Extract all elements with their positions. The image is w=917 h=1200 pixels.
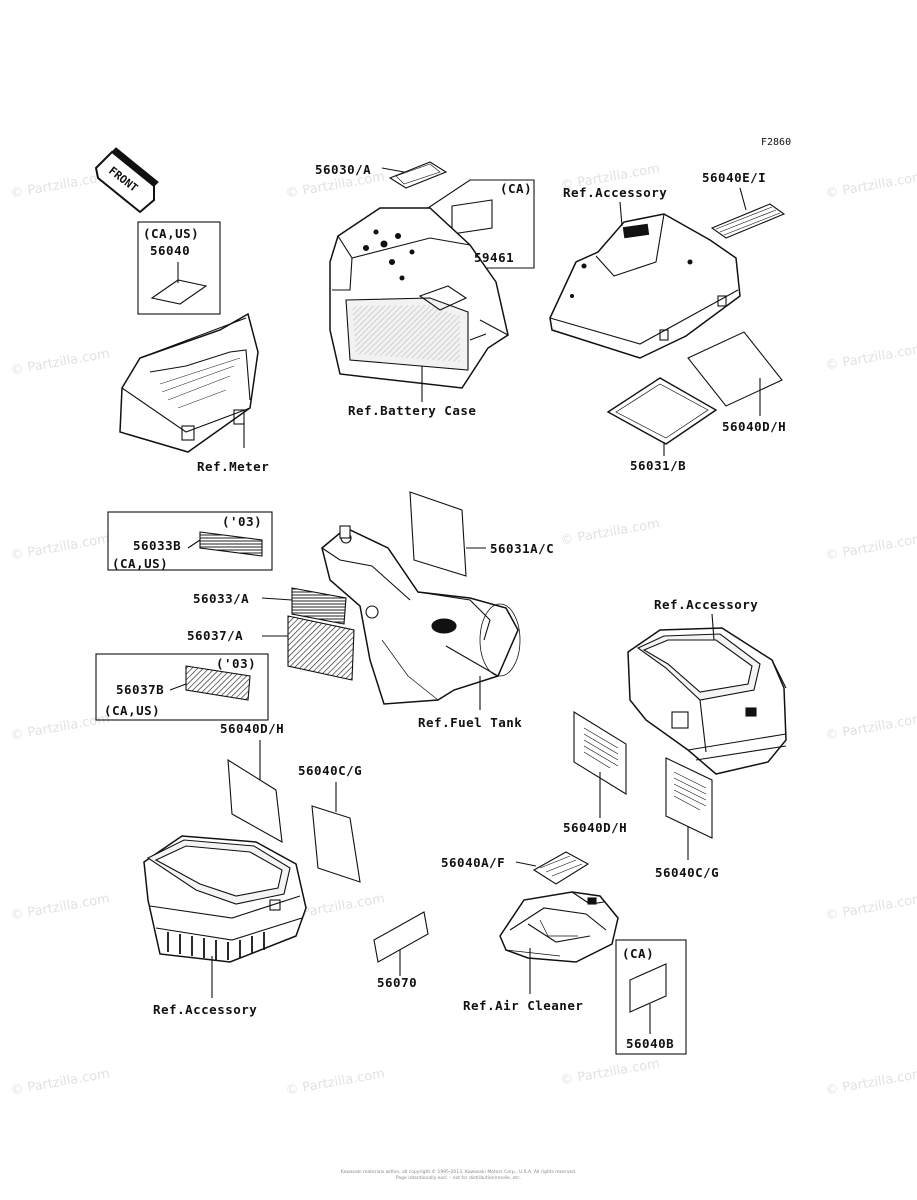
decal-56040af — [532, 851, 590, 885]
label-56040ei: 56040E/I — [702, 170, 767, 185]
front-arrow-icon: FRONT — [94, 147, 159, 214]
footer-copyright: Kawasaki materials within, all copyright… — [340, 1170, 577, 1175]
label-56040-region: (CA,US) — [143, 226, 200, 241]
decal-56031ac — [409, 491, 467, 577]
label-59461: 59461 — [474, 250, 515, 265]
label-56033a: 56033/A — [193, 591, 250, 606]
decal-56040dh-2 — [227, 758, 283, 844]
decal-56031b — [606, 377, 718, 445]
label-56033b-region: (CA,US) — [112, 556, 169, 571]
decal-56030a — [388, 161, 448, 189]
label-ref-meter: Ref.Meter — [197, 459, 270, 474]
label-56070: 56070 — [377, 975, 418, 990]
label-ref-accessory-1: Ref.Accessory — [563, 185, 668, 200]
decal-59461 — [451, 199, 493, 235]
footer-notice: Page intentionally excl. - not for distr… — [395, 1176, 522, 1181]
box-56040 — [137, 221, 221, 315]
label-56037b-region: (CA,US) — [104, 703, 161, 718]
label-56040dh-1: 56040D/H — [722, 419, 787, 434]
label-56040: 56040 — [150, 243, 191, 258]
box-56037b — [95, 653, 269, 721]
label-56040b: 56040B — [626, 1036, 675, 1051]
decal-56070 — [373, 911, 429, 963]
decal-56040b — [629, 963, 667, 1013]
figure-id: F2860 — [761, 137, 792, 148]
decal-56033b — [199, 531, 263, 557]
label-56040cg-2: 56040C/G — [655, 865, 720, 880]
label-56040dh-2: 56040D/H — [220, 721, 285, 736]
battery-case-drawing — [329, 207, 509, 389]
label-56040b-region: (CA) — [622, 946, 655, 961]
box-56040b — [615, 939, 687, 1055]
label-56033b-year: ('03) — [222, 514, 263, 529]
label-ref-accessory-2: Ref.Accessory — [654, 597, 759, 612]
label-56040cg-1: 56040C/G — [298, 763, 363, 778]
label-56040af: 56040A/F — [441, 855, 506, 870]
decal-56040ei — [710, 203, 786, 239]
box-56033b — [107, 511, 273, 571]
rear-box-drawing — [549, 213, 741, 359]
decal-56037b — [185, 665, 251, 701]
decal-56037a — [287, 615, 355, 681]
decal-56040cg-2 — [665, 757, 713, 839]
label-56037b: 56037B — [116, 682, 165, 697]
side-box-left-drawing — [143, 835, 307, 963]
label-56037a: 56037/A — [187, 628, 244, 643]
decal-56040dh-3 — [573, 711, 627, 795]
label-56031ac: 56031A/C — [490, 541, 555, 556]
side-box-right-drawing — [627, 627, 787, 775]
label-ref-fuel-tank: Ref.Fuel Tank — [418, 715, 523, 730]
label-56030a: 56030/A — [315, 162, 372, 177]
label-56040dh-3: 56040D/H — [563, 820, 628, 835]
air-cleaner-drawing — [499, 891, 619, 963]
decal-56040 — [150, 279, 208, 305]
meter-drawing — [119, 312, 259, 453]
label-56031b: 56031/B — [630, 458, 687, 473]
label-56037b-year: ('03) — [216, 656, 257, 671]
label-59461-region: (CA) — [500, 181, 533, 196]
label-ref-battery-case: Ref.Battery Case — [348, 403, 477, 418]
decal-56040dh-1 — [687, 331, 783, 407]
fuel-tank-drawing — [321, 525, 521, 705]
decal-56033a — [291, 587, 347, 625]
label-56033b: 56033B — [133, 538, 182, 553]
label-ref-accessory-3: Ref.Accessory — [153, 1002, 258, 1017]
decal-56040cg-1 — [311, 805, 361, 883]
label-ref-air-cleaner: Ref.Air Cleaner — [463, 998, 584, 1013]
